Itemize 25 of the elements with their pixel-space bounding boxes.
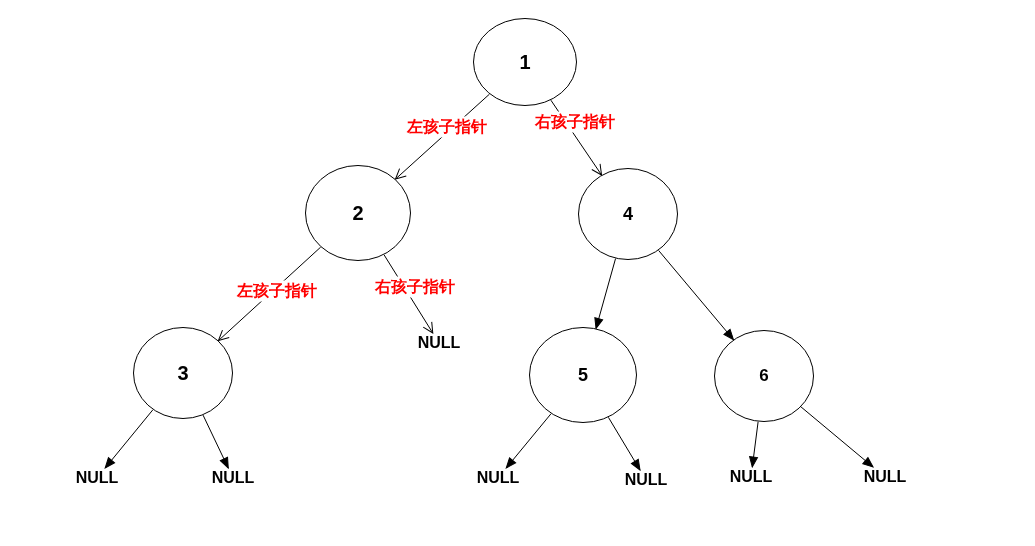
- tree-node-circle: 3: [133, 327, 233, 419]
- null-label: NULL: [859, 467, 911, 487]
- tree-node-circle: 4: [578, 168, 678, 260]
- edge-label: 右孩子指针: [534, 111, 616, 133]
- null-label: NULL: [71, 468, 123, 488]
- arrow: [607, 416, 641, 471]
- tree-node-circle: 1: [473, 18, 577, 106]
- tree-node-circle: 2: [305, 165, 411, 261]
- arrow: [658, 249, 734, 341]
- arrow: [202, 414, 229, 469]
- arrow: [594, 258, 617, 329]
- arrow: [749, 421, 759, 468]
- arrow: [800, 406, 874, 468]
- arrow: [505, 413, 552, 469]
- edge-label: 左孩子指针: [236, 280, 318, 302]
- arrow: [104, 409, 154, 469]
- tree-node-circle: 6: [714, 330, 814, 422]
- null-label: NULL: [207, 468, 259, 488]
- null-label: NULL: [413, 333, 465, 353]
- edge-label: 右孩子指针: [374, 276, 456, 298]
- null-label: NULL: [472, 468, 524, 488]
- tree-node-circle: 5: [529, 327, 637, 423]
- edge-label: 左孩子指针: [406, 116, 488, 138]
- null-label: NULL: [620, 470, 672, 490]
- null-label: NULL: [725, 467, 777, 487]
